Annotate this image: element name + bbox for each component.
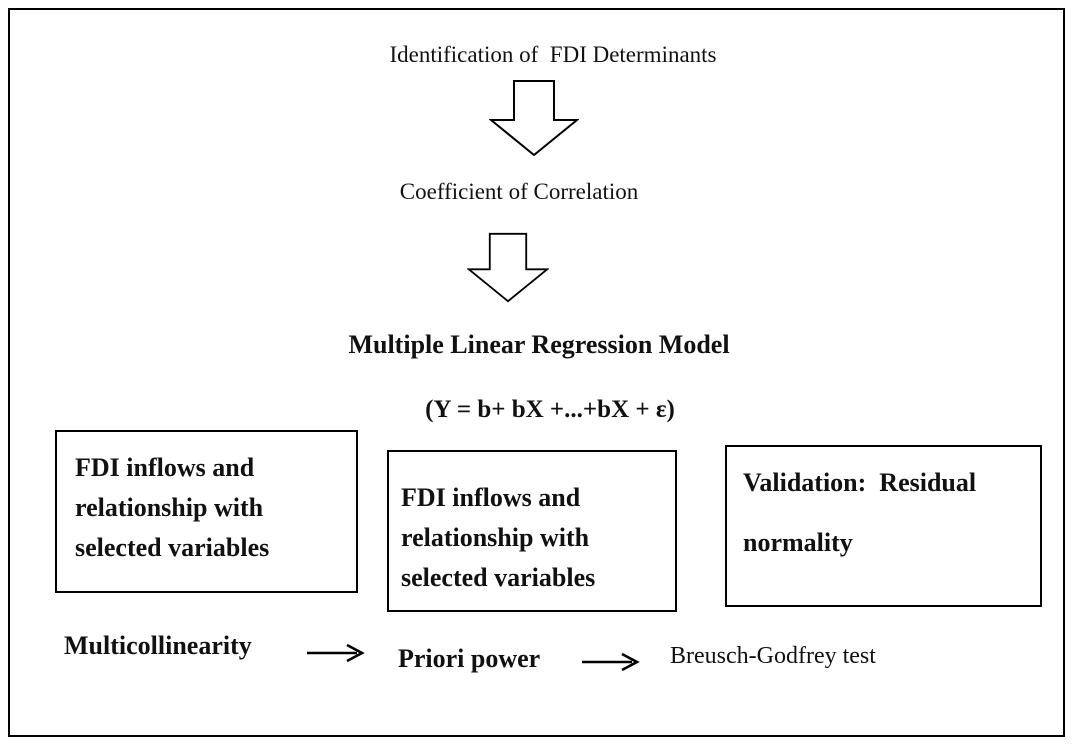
bottom-step-priori-power: Priori power (398, 644, 541, 673)
block-arrow-down-icon (488, 80, 580, 161)
bottom-step-multicollinearity: Multicollinearity (64, 631, 252, 660)
box-fdi-inflows-left-label: FDI inflows and relationship with select… (75, 453, 270, 562)
arrow-right-icon (305, 643, 365, 668)
box-fdi-inflows-left: FDI inflows and relationship with select… (55, 430, 358, 593)
step-identification-label: Identification of FDI Determinants (389, 42, 717, 67)
box-fdi-inflows-middle: FDI inflows and relationship with select… (387, 450, 677, 612)
bottom-step-breusch-godfrey-test: Breusch-Godfrey test (670, 643, 876, 669)
model-title: Multiple Linear Regression Model (348, 330, 730, 359)
step-correlation-label: Coefficient of Correlation (399, 179, 639, 204)
arrow-right-icon (580, 652, 640, 677)
block-arrow-down-icon (466, 229, 550, 311)
box-validation-residual-normality: Validation: Residual normality (725, 445, 1042, 607)
box-validation-label: Validation: Residual normality (743, 468, 983, 557)
box-fdi-inflows-middle-label: FDI inflows and relationship with select… (401, 483, 596, 592)
model-equation: (Y = b+ bX +...+bX + ε) (425, 396, 675, 423)
diagram-outer-border (8, 8, 1065, 737)
